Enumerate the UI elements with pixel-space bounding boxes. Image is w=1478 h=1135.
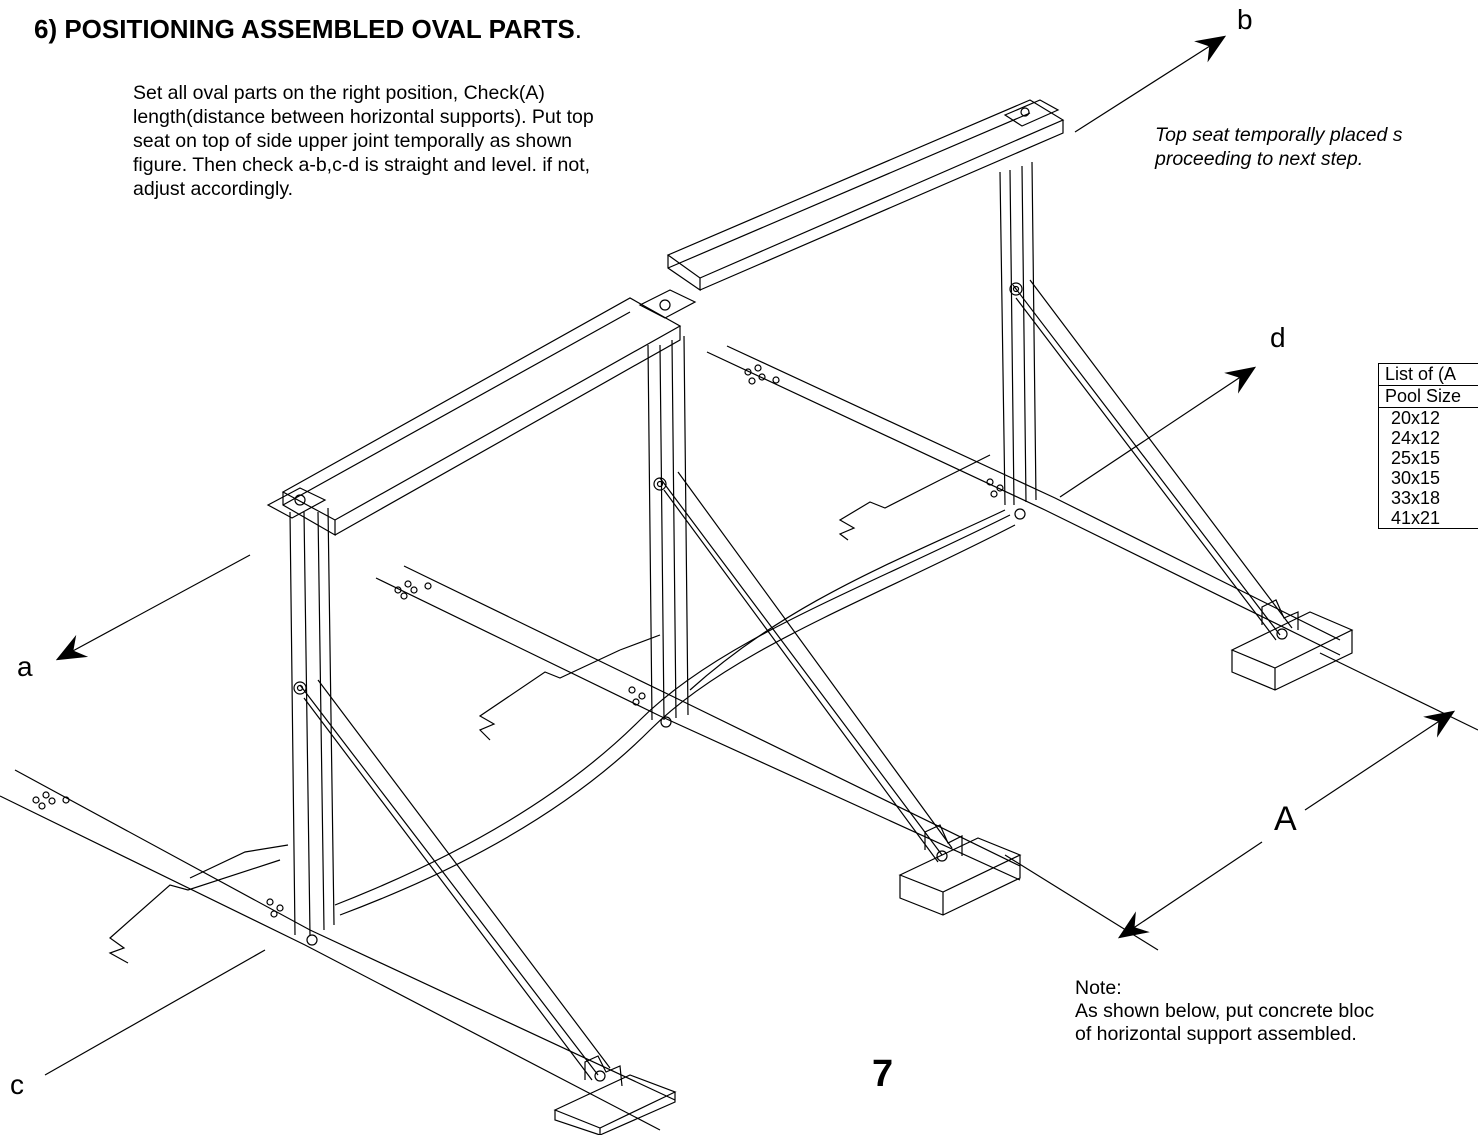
title-period: . <box>574 14 582 44</box>
note-block: Note: As shown below, put concrete bloc … <box>1075 977 1374 1046</box>
bolt-clusters <box>32 364 1004 918</box>
instructions-paragraph: Set all oval parts on the right position… <box>133 81 773 201</box>
dimension-a <box>1004 652 1478 951</box>
note-line: Top seat temporally placed s <box>1155 124 1403 146</box>
distance-table: List of (A Pool Size 20x12 24x12 25x15 3… <box>1378 363 1478 529</box>
label-a: a <box>17 651 33 682</box>
page-number: 7 <box>872 1053 894 1095</box>
table-rows: 20x12 24x12 25x15 30x15 33x18 41x21 <box>1378 408 1478 529</box>
title-text: 6) POSITIONING ASSEMBLED OVAL PARTS <box>34 14 575 44</box>
note-line: As shown below, put concrete bloc <box>1075 1000 1375 1022</box>
note-line: of horizontal support assembled. <box>1075 1023 1357 1045</box>
table-row: 20x12 <box>1391 408 1441 428</box>
reference-lines <box>44 35 1257 1076</box>
concrete-blocks <box>553 599 1354 1135</box>
table-row: 25x15 <box>1391 448 1441 468</box>
bottom-tracks <box>108 454 991 964</box>
instruction-line: adjust accordingly. <box>133 178 294 200</box>
table-row: 41x21 <box>1391 508 1441 528</box>
curved-track <box>334 509 1016 916</box>
table-row: 33x18 <box>1391 488 1441 508</box>
top-seats <box>266 99 1065 537</box>
page-title: 6) POSITIONING ASSEMBLED OVAL PARTS. <box>34 14 582 45</box>
table-row: 30x15 <box>1391 468 1441 488</box>
label-b: b <box>1237 4 1253 35</box>
label-d: d <box>1270 322 1286 353</box>
instruction-line: figure. Then check a-b,c-d is straight a… <box>133 154 591 176</box>
diagonal-braces <box>293 279 1293 1082</box>
instruction-line: seat on top of side upper joint temporal… <box>133 130 573 152</box>
label-c: c <box>10 1069 24 1100</box>
table-subheader: Pool Size <box>1378 386 1478 408</box>
note-line: proceeding to next step. <box>1155 148 1364 170</box>
instruction-line: Set all oval parts on the right position… <box>133 82 545 104</box>
top-seat-note: Top seat temporally placed s proceeding … <box>1155 123 1403 171</box>
instruction-line: length(distance between horizontal suppo… <box>133 106 594 128</box>
table-header: List of (A <box>1378 363 1478 386</box>
table-row: 24x12 <box>1391 428 1441 448</box>
note-heading: Note: <box>1075 977 1122 999</box>
dimension-label-a: A <box>1274 800 1297 838</box>
uprights <box>289 161 1037 936</box>
